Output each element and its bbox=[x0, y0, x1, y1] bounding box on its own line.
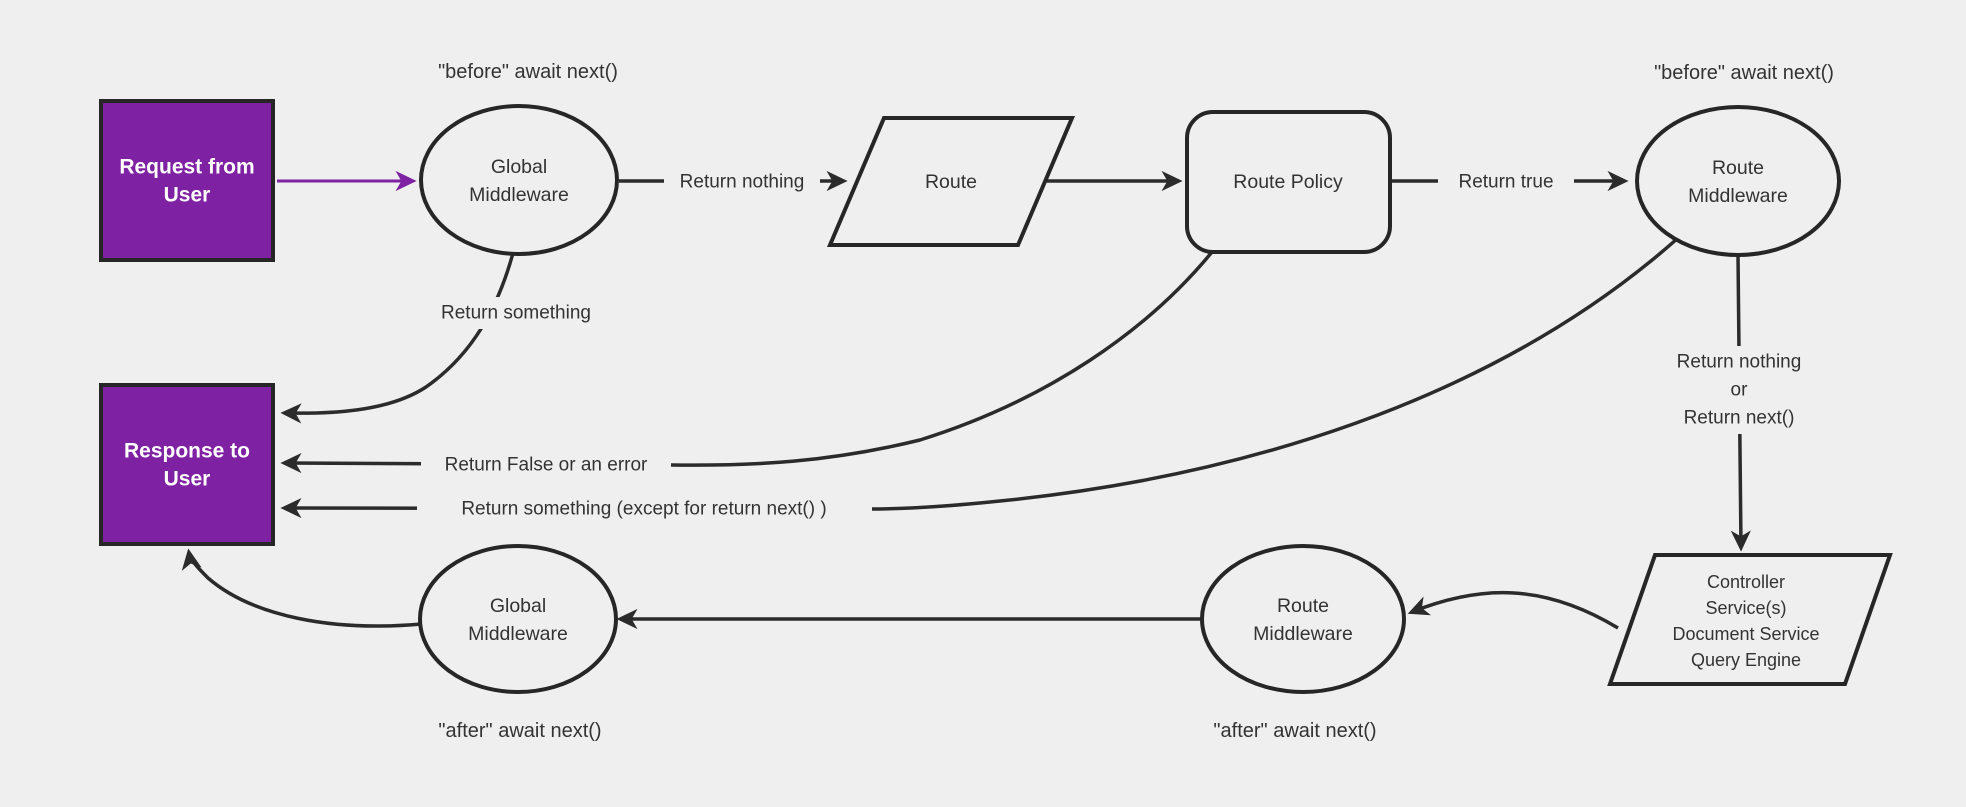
edge-global-middleware-return-something-to-response bbox=[280, 252, 515, 424]
request-from-user-node bbox=[99, 99, 275, 262]
annotation-after-await-next-left: "after" await next() bbox=[438, 720, 601, 742]
annotations: "before" await next() "before" await nex… bbox=[438, 61, 1834, 742]
global-middleware-before-label-line1: Global bbox=[491, 156, 547, 178]
edge-labels: Return nothing Return true Return someth… bbox=[417, 165, 1828, 524]
route-middleware-before-label-line1: Route bbox=[1712, 157, 1764, 179]
edge-label-return-something-except: Return something (except for return next… bbox=[461, 499, 826, 520]
annotation-before-await-next-left: "before" await next() bbox=[438, 61, 618, 83]
route-middleware-after-label-line2: Middleware bbox=[1253, 623, 1353, 645]
edge-label-bg bbox=[417, 492, 872, 524]
route-middleware-before-label-line2: Middleware bbox=[1688, 185, 1788, 207]
edge-label-return-false-or-error: Return False or an error bbox=[445, 455, 648, 476]
edge-label-return-something: Return something bbox=[441, 303, 591, 324]
edge-label-bg bbox=[664, 165, 820, 197]
edge-label-return-nothing-or-next-line3: Return next() bbox=[1684, 408, 1795, 429]
edge-label-bg bbox=[1650, 346, 1828, 434]
route-middleware-before-node bbox=[1635, 105, 1841, 257]
request-from-user-label-line1: Request from bbox=[119, 156, 254, 179]
edge-global-middleware-after-to-response bbox=[181, 548, 422, 628]
route-node bbox=[826, 116, 1076, 247]
nodes: Request from User Response to User Globa… bbox=[99, 99, 1893, 694]
edge-label-bg bbox=[421, 448, 671, 480]
edge-label-bg bbox=[1438, 165, 1574, 197]
global-middleware-after-node bbox=[418, 544, 618, 694]
global-middleware-after-label-line1: Global bbox=[490, 595, 546, 617]
route-policy-node bbox=[1185, 110, 1392, 254]
edge-label-return-nothing-or-next-line1: Return nothing bbox=[1677, 352, 1802, 373]
edge-controller-to-route-middleware-after bbox=[1407, 590, 1619, 630]
annotation-after-await-next-right: "after" await next() bbox=[1213, 720, 1376, 742]
edges bbox=[181, 170, 1751, 630]
controller-services-label-line4: Query Engine bbox=[1691, 650, 1801, 670]
global-middleware-before-label-line2: Middleware bbox=[469, 184, 569, 206]
edge-label-return-true: Return true bbox=[1458, 172, 1553, 193]
controller-services-label-line1: Controller bbox=[1707, 572, 1785, 592]
controller-services-label-line2: Service(s) bbox=[1705, 598, 1786, 618]
global-middleware-before-node bbox=[419, 104, 619, 256]
response-to-user-label-line1: Response to bbox=[124, 440, 250, 463]
edge-label-return-nothing-or-next-line2: or bbox=[1731, 380, 1749, 401]
response-to-user-label-line2: User bbox=[164, 468, 211, 491]
response-to-user-node bbox=[99, 383, 275, 546]
controller-services-node bbox=[1607, 553, 1893, 686]
route-middleware-after-node bbox=[1200, 544, 1406, 694]
global-middleware-after-label-line2: Middleware bbox=[468, 623, 568, 645]
edge-route-middleware-return-something-to-response bbox=[280, 236, 1680, 519]
edge-route-policy-return-false-to-response bbox=[280, 250, 1214, 474]
request-from-user-label-line2: User bbox=[164, 184, 211, 207]
route-policy-label: Route Policy bbox=[1233, 171, 1343, 193]
annotation-before-await-next-right: "before" await next() bbox=[1654, 62, 1834, 84]
edge-label-return-nothing: Return nothing bbox=[680, 172, 805, 193]
edge-label-bg bbox=[437, 297, 595, 329]
controller-services-label-line3: Document Service bbox=[1672, 624, 1819, 644]
route-middleware-after-label-line1: Route bbox=[1277, 595, 1329, 617]
route-label: Route bbox=[925, 171, 977, 193]
